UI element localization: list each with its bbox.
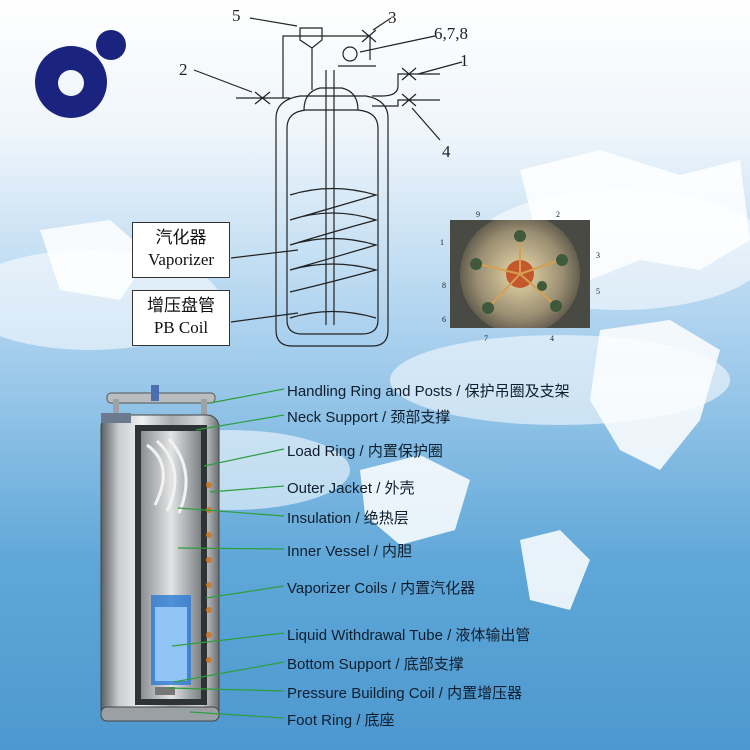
top-view-photo xyxy=(450,220,590,328)
part-label-pressure-building-coil: Pressure Building Coil / 内置增压器 xyxy=(287,685,523,702)
photo-number-9: 9 xyxy=(476,210,480,219)
part-label-vaporizer-coils: Vaporizer Coils / 内置汽化器 xyxy=(287,580,476,597)
callout-3: 3 xyxy=(388,8,397,27)
part-label-bottom-support: Bottom Support / 底部支撑 xyxy=(287,656,464,673)
photo-number-8: 8 xyxy=(442,281,446,290)
photo-number-4: 4 xyxy=(550,334,554,343)
vaporizer-label-cn: 汽化器 xyxy=(155,228,207,247)
part-label-inner-vessel: Inner Vessel / 内胆 xyxy=(287,543,413,560)
part-label-neck-support: Neck Support / 颈部支撑 xyxy=(287,409,451,426)
schematic-diagram xyxy=(193,17,463,347)
part-label-outer-jacket: Outer Jacket / 外壳 xyxy=(287,480,415,497)
photo-number-6: 6 xyxy=(442,315,446,324)
callout-678: 6,7,8 xyxy=(434,24,468,43)
callout-5: 5 xyxy=(232,6,241,25)
callout-1: 1 xyxy=(460,51,469,70)
callout-2: 2 xyxy=(179,60,188,79)
part-label-insulation: Insulation / 绝热层 xyxy=(287,510,409,527)
part-label-liquid-withdrawal-tube: Liquid Withdrawal Tube / 液体输出管 xyxy=(287,627,531,644)
part-label-handling-ring: Handling Ring and Posts / 保护吊圈及支架 xyxy=(287,383,570,400)
part-leader-lines xyxy=(167,388,285,719)
photo-number-7: 7 xyxy=(484,334,488,343)
pb-coil-label: 增压盘管 PB Coil xyxy=(132,290,230,346)
pb-coil-label-cn: 增压盘管 xyxy=(147,296,215,315)
part-label-load-ring: Load Ring / 内置保护圈 xyxy=(287,443,443,460)
photo-number-5: 5 xyxy=(596,287,600,296)
pb-coil-label-en: PB Coil xyxy=(153,318,209,337)
cylinder-cutaway-illustration xyxy=(100,385,220,722)
vaporizer-label-en: Vaporizer xyxy=(147,250,215,269)
part-label-foot-ring: Foot Ring / 底座 xyxy=(287,712,395,729)
photo-number-1: 1 xyxy=(440,238,444,247)
vaporizer-label: 汽化器 Vaporizer xyxy=(132,222,230,278)
photo-number-2: 2 xyxy=(556,210,560,219)
callout-4: 4 xyxy=(442,142,451,161)
photo-number-3: 3 xyxy=(596,251,600,260)
company-logo xyxy=(35,30,126,118)
